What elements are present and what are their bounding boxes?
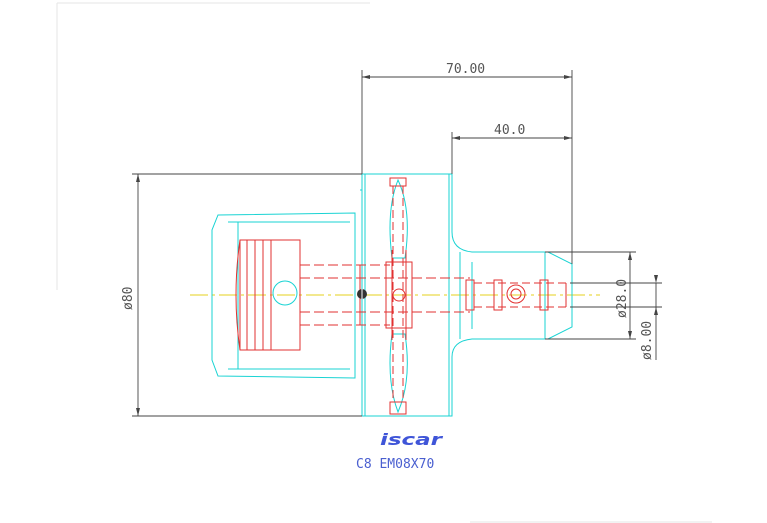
part-code-caption: C8 EM08X70 <box>356 457 434 472</box>
hidden-lines <box>235 177 570 415</box>
plug <box>357 289 367 299</box>
dim-shank-length: 40.0 <box>494 123 525 138</box>
dim-body-diameter: ø80 <box>121 287 136 310</box>
sheet-frame <box>56 2 712 523</box>
dim-overall-length: 70.00 <box>446 62 485 77</box>
dim-shank-diameter: ø28.0 <box>615 279 630 318</box>
dimension-arrows <box>136 75 658 416</box>
dim-bore-diameter: ø8.00 <box>640 321 655 360</box>
iscar-logo: iscar <box>380 430 444 449</box>
dimension-lines <box>132 70 662 417</box>
